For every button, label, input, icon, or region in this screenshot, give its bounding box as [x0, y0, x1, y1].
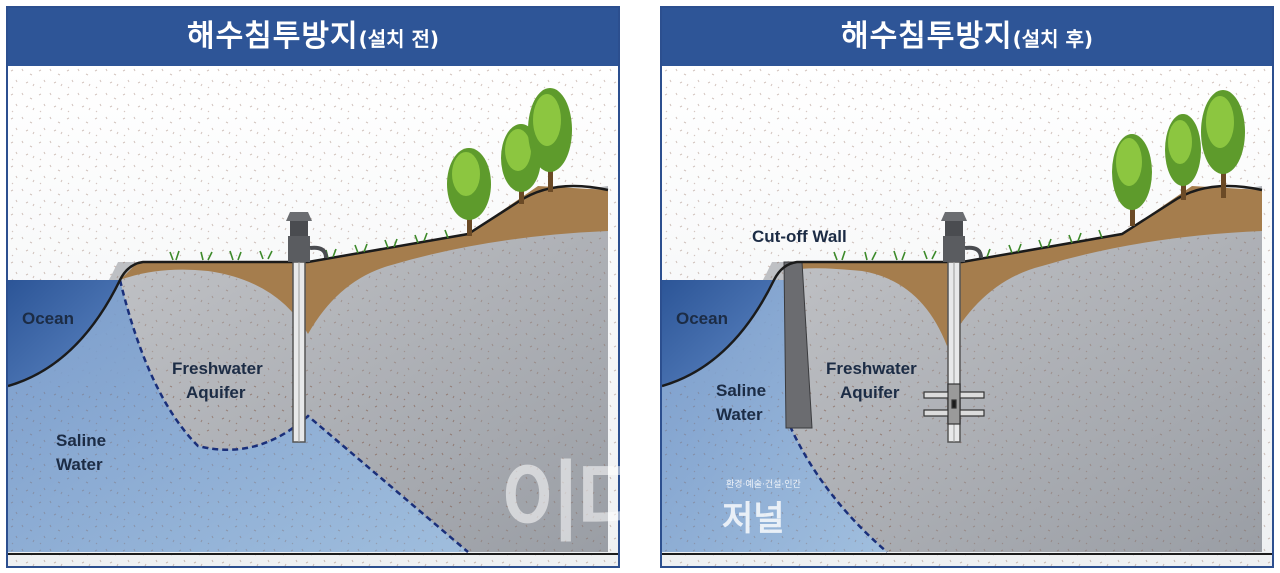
panel-header-before: 해수침투방지(설치 전) — [8, 8, 618, 66]
aquifer-label-line2: Aquifer — [186, 383, 246, 402]
ocean-label: Ocean — [22, 309, 74, 328]
panel-title: 해수침투방지 — [186, 19, 359, 54]
panel-subtitle: (설치 전) — [358, 27, 440, 51]
cutoff-wall-label: Cut-off Wall — [752, 227, 847, 246]
panel-after: 해수침투방지(설치 후) — [660, 6, 1274, 568]
tree-icon — [1112, 134, 1152, 226]
panel-subtitle: (설치 후) — [1012, 27, 1094, 51]
saline-label-line1: Saline — [716, 381, 766, 400]
aquifer-label-line1: Freshwater — [826, 359, 917, 378]
diagram-after: Cut-off Wall Ocean Saline Water Freshwat… — [662, 66, 1272, 566]
tree-icon — [1201, 90, 1245, 198]
tree-icon — [1165, 114, 1201, 200]
saline-label-line1: Saline — [56, 431, 106, 450]
panel-before: 해수침투방지(설치 전) — [6, 6, 620, 568]
well-icon — [286, 212, 328, 443]
well-icon — [923, 212, 985, 443]
saline-label-line2: Water — [56, 455, 103, 474]
panel-title: 해수침투방지 — [840, 19, 1013, 54]
saline-label-line2: Water — [716, 405, 763, 424]
ocean-label: Ocean — [676, 309, 728, 328]
tree-icon — [447, 148, 491, 236]
tree-icon — [528, 88, 572, 192]
panel-header-after: 해수침투방지(설치 후) — [662, 8, 1272, 66]
diagram-before: Ocean Saline Water Freshwater Aquifer — [8, 66, 618, 566]
aquifer-label-line1: Freshwater — [172, 359, 263, 378]
aquifer-label-line2: Aquifer — [840, 383, 900, 402]
